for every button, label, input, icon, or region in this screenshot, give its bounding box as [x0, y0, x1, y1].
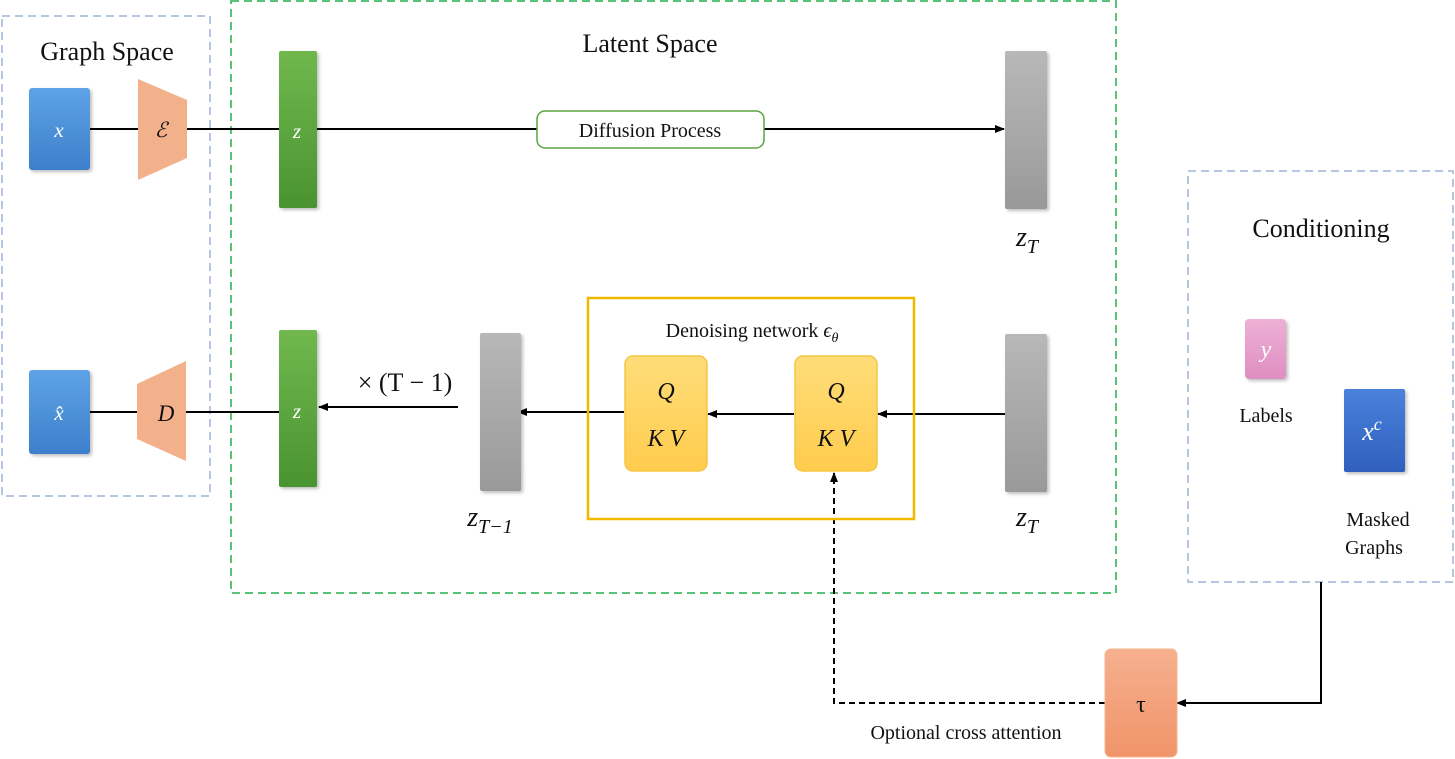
masked-graphs-caption-2: Graphs: [1345, 537, 1403, 559]
masked-graph-node: [1344, 389, 1405, 472]
z-top-label: z: [292, 119, 301, 143]
diffusion-process-label: Diffusion Process: [579, 120, 722, 142]
latent-space-region: [230, 0, 1117, 594]
encoder-shape: [138, 79, 187, 180]
graph-space-region: [1, 15, 211, 497]
z-T-bottom-bar: [1005, 334, 1047, 492]
decoder-label: D: [157, 401, 175, 426]
z-top-bar: [279, 51, 317, 208]
z-T-bottom-label: zT: [1015, 502, 1040, 538]
attention-1-kv: K V: [647, 426, 687, 452]
denoising-network-box: [586, 296, 916, 521]
label-y-text: y: [1259, 337, 1272, 363]
z-bottom-bar: [279, 330, 317, 487]
attention-block-2: [794, 355, 878, 472]
attention-2-q: Q: [827, 379, 844, 405]
z-T-top-label: zT: [1015, 222, 1040, 258]
edge-conditioning-tau: [1176, 582, 1322, 707]
x-hat-node-label: x̂: [53, 401, 64, 425]
diffusion-process-box: [536, 110, 765, 149]
masked-graph-label: xc: [1361, 414, 1382, 446]
tau-node: [1104, 648, 1178, 758]
x-hat-node: [29, 370, 90, 454]
latent-space-title: Latent Space: [583, 29, 718, 58]
z-T-minus-1-label: zT−1: [466, 502, 513, 538]
denoising-network-title: Denoising network ϵθ: [666, 320, 839, 346]
labels-caption: Labels: [1239, 405, 1293, 427]
attention-2-kv: K V: [817, 426, 857, 452]
x-node-label: x: [53, 118, 64, 142]
attention-1-q: Q: [657, 379, 674, 405]
tau-label: τ: [1136, 692, 1146, 718]
encoder-label: ℰ: [155, 118, 170, 142]
label-y-node: [1245, 319, 1286, 379]
z-T-top-bar: [1005, 51, 1047, 209]
optional-cross-attention-label: Optional cross attention: [870, 722, 1061, 744]
conditioning-title: Conditioning: [1252, 214, 1389, 243]
masked-graphs-caption-1: Masked: [1346, 509, 1409, 531]
repeat-label: × (T − 1): [358, 368, 453, 397]
z-T-minus-1-bar: [480, 333, 521, 491]
edge-tau-attn2-dashed: [830, 472, 1105, 704]
z-bottom-label: z: [292, 399, 301, 423]
decoder-shape: [137, 361, 186, 461]
graph-space-title: Graph Space: [40, 37, 174, 66]
x-node: [29, 88, 90, 170]
attention-block-1: [624, 355, 708, 472]
